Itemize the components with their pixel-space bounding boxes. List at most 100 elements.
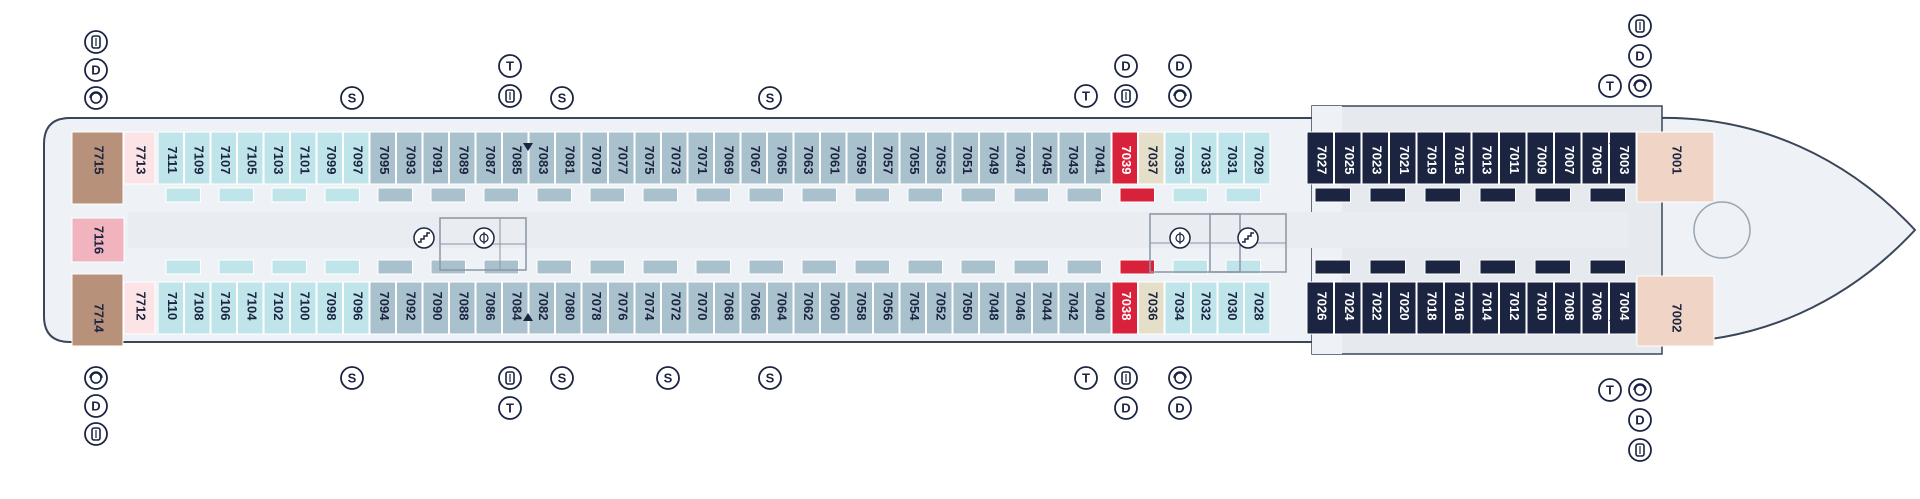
cabin-7012[interactable]: 7012 [1499,281,1527,335]
cabin-7053[interactable]: 7053 [926,131,953,185]
cabin-7060[interactable]: 7060 [820,281,847,335]
cabin-7108[interactable]: 7108 [184,281,211,335]
cabin-7018[interactable]: 7018 [1416,281,1444,335]
cabin-7045[interactable]: 7045 [1032,131,1059,185]
cabin-7055[interactable]: 7055 [899,131,926,185]
cabin-7057[interactable]: 7057 [873,131,900,185]
cabin-7003[interactable]: 7003 [1609,131,1637,185]
cabin-7116[interactable]: 7116 [71,217,125,263]
cabin-7011[interactable]: 7011 [1499,131,1527,185]
cabin-7099[interactable]: 7099 [316,131,343,185]
cabin-7034[interactable]: 7034 [1164,281,1191,335]
cabin-7036[interactable]: 7036 [1138,281,1165,335]
cabin-7015[interactable]: 7015 [1444,131,1472,185]
cabin-7066[interactable]: 7066 [740,281,767,335]
cabin-7056[interactable]: 7056 [873,281,900,335]
cabin-7081[interactable]: 7081 [555,131,582,185]
cabin-7050[interactable]: 7050 [952,281,979,335]
cabin-7062[interactable]: 7062 [793,281,820,335]
cabin-7014[interactable]: 7014 [1471,281,1499,335]
cabin-7063[interactable]: 7063 [793,131,820,185]
cabin-7096[interactable]: 7096 [343,281,370,335]
cabin-7111[interactable]: 7111 [157,131,184,185]
cabin-7088[interactable]: 7088 [449,281,476,335]
cabin-7010[interactable]: 7010 [1526,281,1554,335]
cabin-7069[interactable]: 7069 [714,131,741,185]
cabin-7064[interactable]: 7064 [767,281,794,335]
cabin-7078[interactable]: 7078 [581,281,608,335]
cabin-7047[interactable]: 7047 [1005,131,1032,185]
cabin-7032[interactable]: 7032 [1191,281,1218,335]
cabin-7104[interactable]: 7104 [237,281,264,335]
cabin-7713[interactable]: 7713 [123,131,156,185]
cabin-7083[interactable]: 7083 [528,131,555,185]
cabin-7025[interactable]: 7025 [1334,131,1362,185]
cabin-7061[interactable]: 7061 [820,131,847,185]
cabin-7073[interactable]: 7073 [661,131,688,185]
cabin-7008[interactable]: 7008 [1554,281,1582,335]
cabin-7029[interactable]: 7029 [1244,131,1271,185]
cabin-7090[interactable]: 7090 [422,281,449,335]
cabin-7041[interactable]: 7041 [1085,131,1112,185]
cabin-7093[interactable]: 7093 [396,131,423,185]
cabin-7042[interactable]: 7042 [1058,281,1085,335]
cabin-7048[interactable]: 7048 [979,281,1006,335]
cabin-7097[interactable]: 7097 [343,131,370,185]
cabin-7098[interactable]: 7098 [316,281,343,335]
cabin-7031[interactable]: 7031 [1217,131,1244,185]
cabin-7005[interactable]: 7005 [1581,131,1609,185]
cabin-7039[interactable]: 7039 [1111,131,1138,185]
cabin-7016[interactable]: 7016 [1444,281,1472,335]
cabin-7059[interactable]: 7059 [846,131,873,185]
cabin-7089[interactable]: 7089 [449,131,476,185]
cabin-7021[interactable]: 7021 [1389,131,1417,185]
cabin-7068[interactable]: 7068 [714,281,741,335]
cabin-7019[interactable]: 7019 [1416,131,1444,185]
cabin-7009[interactable]: 7009 [1526,131,1554,185]
cabin-7075[interactable]: 7075 [634,131,661,185]
cabin-7007[interactable]: 7007 [1554,131,1582,185]
cabin-7074[interactable]: 7074 [634,281,661,335]
cabin-7028[interactable]: 7028 [1244,281,1271,335]
cabin-7072[interactable]: 7072 [661,281,688,335]
cabin-7049[interactable]: 7049 [979,131,1006,185]
cabin-7022[interactable]: 7022 [1361,281,1389,335]
cabin-7092[interactable]: 7092 [396,281,423,335]
cabin-7023[interactable]: 7023 [1361,131,1389,185]
cabin-7712[interactable]: 7712 [123,281,156,335]
cabin-7067[interactable]: 7067 [740,131,767,185]
cabin-7044[interactable]: 7044 [1032,281,1059,335]
cabin-7084[interactable]: 7084 [502,281,529,335]
cabin-7105[interactable]: 7105 [237,131,264,185]
cabin-7085[interactable]: 7085 [502,131,529,185]
cabin-7077[interactable]: 7077 [608,131,635,185]
cabin-7082[interactable]: 7082 [528,281,555,335]
cabin-7004[interactable]: 7004 [1609,281,1637,335]
cabin-7035[interactable]: 7035 [1164,131,1191,185]
cabin-7065[interactable]: 7065 [767,131,794,185]
cabin-7100[interactable]: 7100 [290,281,317,335]
cabin-7070[interactable]: 7070 [687,281,714,335]
cabin-7109[interactable]: 7109 [184,131,211,185]
cabin-7024[interactable]: 7024 [1334,281,1362,335]
cabin-7033[interactable]: 7033 [1191,131,1218,185]
cabin-7102[interactable]: 7102 [263,281,290,335]
cabin-7087[interactable]: 7087 [475,131,502,185]
cabin-7020[interactable]: 7020 [1389,281,1417,335]
cabin-7095[interactable]: 7095 [369,131,396,185]
cabin-7079[interactable]: 7079 [581,131,608,185]
cabin-7110[interactable]: 7110 [157,281,184,335]
cabin-7080[interactable]: 7080 [555,281,582,335]
cabin-7058[interactable]: 7058 [846,281,873,335]
cabin-7001[interactable]: 7001 [1636,131,1715,203]
cabin-7103[interactable]: 7103 [263,131,290,185]
cabin-7046[interactable]: 7046 [1005,281,1032,335]
cabin-7037[interactable]: 7037 [1138,131,1165,185]
cabin-7086[interactable]: 7086 [475,281,502,335]
cabin-7026[interactable]: 7026 [1306,281,1334,335]
cabin-7076[interactable]: 7076 [608,281,635,335]
cabin-7006[interactable]: 7006 [1581,281,1609,335]
cabin-7101[interactable]: 7101 [290,131,317,185]
cabin-7054[interactable]: 7054 [899,281,926,335]
cabin-7091[interactable]: 7091 [422,131,449,185]
